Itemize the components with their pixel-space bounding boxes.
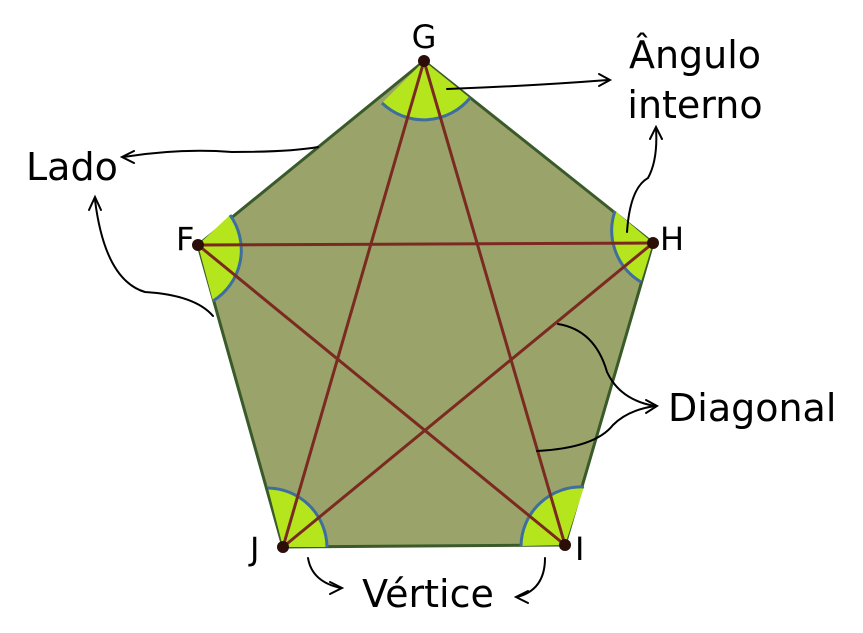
label-interior-angle-line1: Ângulo bbox=[629, 33, 761, 77]
diagonal-i-f bbox=[197, 243, 566, 547]
label-interior-angle-line2: interno bbox=[627, 83, 762, 127]
diagonal-h-j bbox=[282, 241, 654, 549]
angle-arc-h bbox=[610, 210, 642, 284]
diagonal-g-i bbox=[422, 60, 567, 546]
arrowhead-side-bottom bbox=[88, 194, 102, 211]
arrow-vertex-j bbox=[307, 557, 342, 589]
vertex-dot-i bbox=[559, 539, 571, 551]
arrow-diagonal-upper bbox=[557, 323, 656, 407]
pentagon-shape bbox=[196, 59, 655, 549]
angle-arc-g bbox=[380, 97, 472, 122]
angle-arc-j bbox=[267, 486, 329, 548]
label-diagonal: Diagonal bbox=[668, 386, 836, 430]
annotation-arrows bbox=[88, 73, 663, 604]
angle-wedge-i bbox=[521, 486, 584, 546]
diagonals bbox=[197, 60, 654, 549]
vertex-dot-j bbox=[277, 541, 289, 553]
angle-wedge-j bbox=[268, 488, 327, 547]
arrow-diagonal-lower bbox=[536, 405, 656, 452]
vertex-dot-f bbox=[192, 239, 204, 251]
label-side: Lado bbox=[26, 145, 118, 189]
vertex-label-g: G bbox=[412, 18, 437, 56]
angle-wedge-g bbox=[382, 61, 470, 120]
vertex-label-j: J bbox=[248, 530, 259, 568]
arrowhead-interior-angle-g bbox=[598, 73, 613, 87]
arrowhead-vertex-j bbox=[329, 581, 345, 595]
arrow-side-top bbox=[123, 146, 319, 158]
diagonal-g-j bbox=[281, 60, 426, 548]
angle-arc-i bbox=[519, 485, 585, 547]
vertex-label-f: F bbox=[176, 220, 194, 258]
vertex-label-i: I bbox=[575, 530, 584, 568]
arrowhead-diagonal bbox=[645, 399, 659, 414]
arrowhead-vertex-i bbox=[513, 590, 529, 604]
arrow-vertex-i bbox=[516, 557, 546, 598]
arrow-side-bottom bbox=[94, 199, 214, 317]
label-vertex: Vértice bbox=[362, 572, 494, 616]
angle-arc-f bbox=[212, 214, 243, 303]
arrowhead-interior-angle-h bbox=[649, 124, 663, 140]
vertex-dot-h bbox=[647, 237, 659, 249]
angle-wedge-h bbox=[611, 211, 653, 282]
diagonal-h-f bbox=[197, 241, 654, 247]
arrow-interior-angle-g bbox=[446, 79, 609, 90]
angle-wedge-f bbox=[198, 215, 242, 301]
vertex-label-h: H bbox=[660, 220, 684, 258]
arrowhead-side-top bbox=[119, 150, 135, 164]
arrow-interior-angle-h bbox=[626, 127, 658, 233]
vertex-dot-g bbox=[418, 55, 430, 67]
